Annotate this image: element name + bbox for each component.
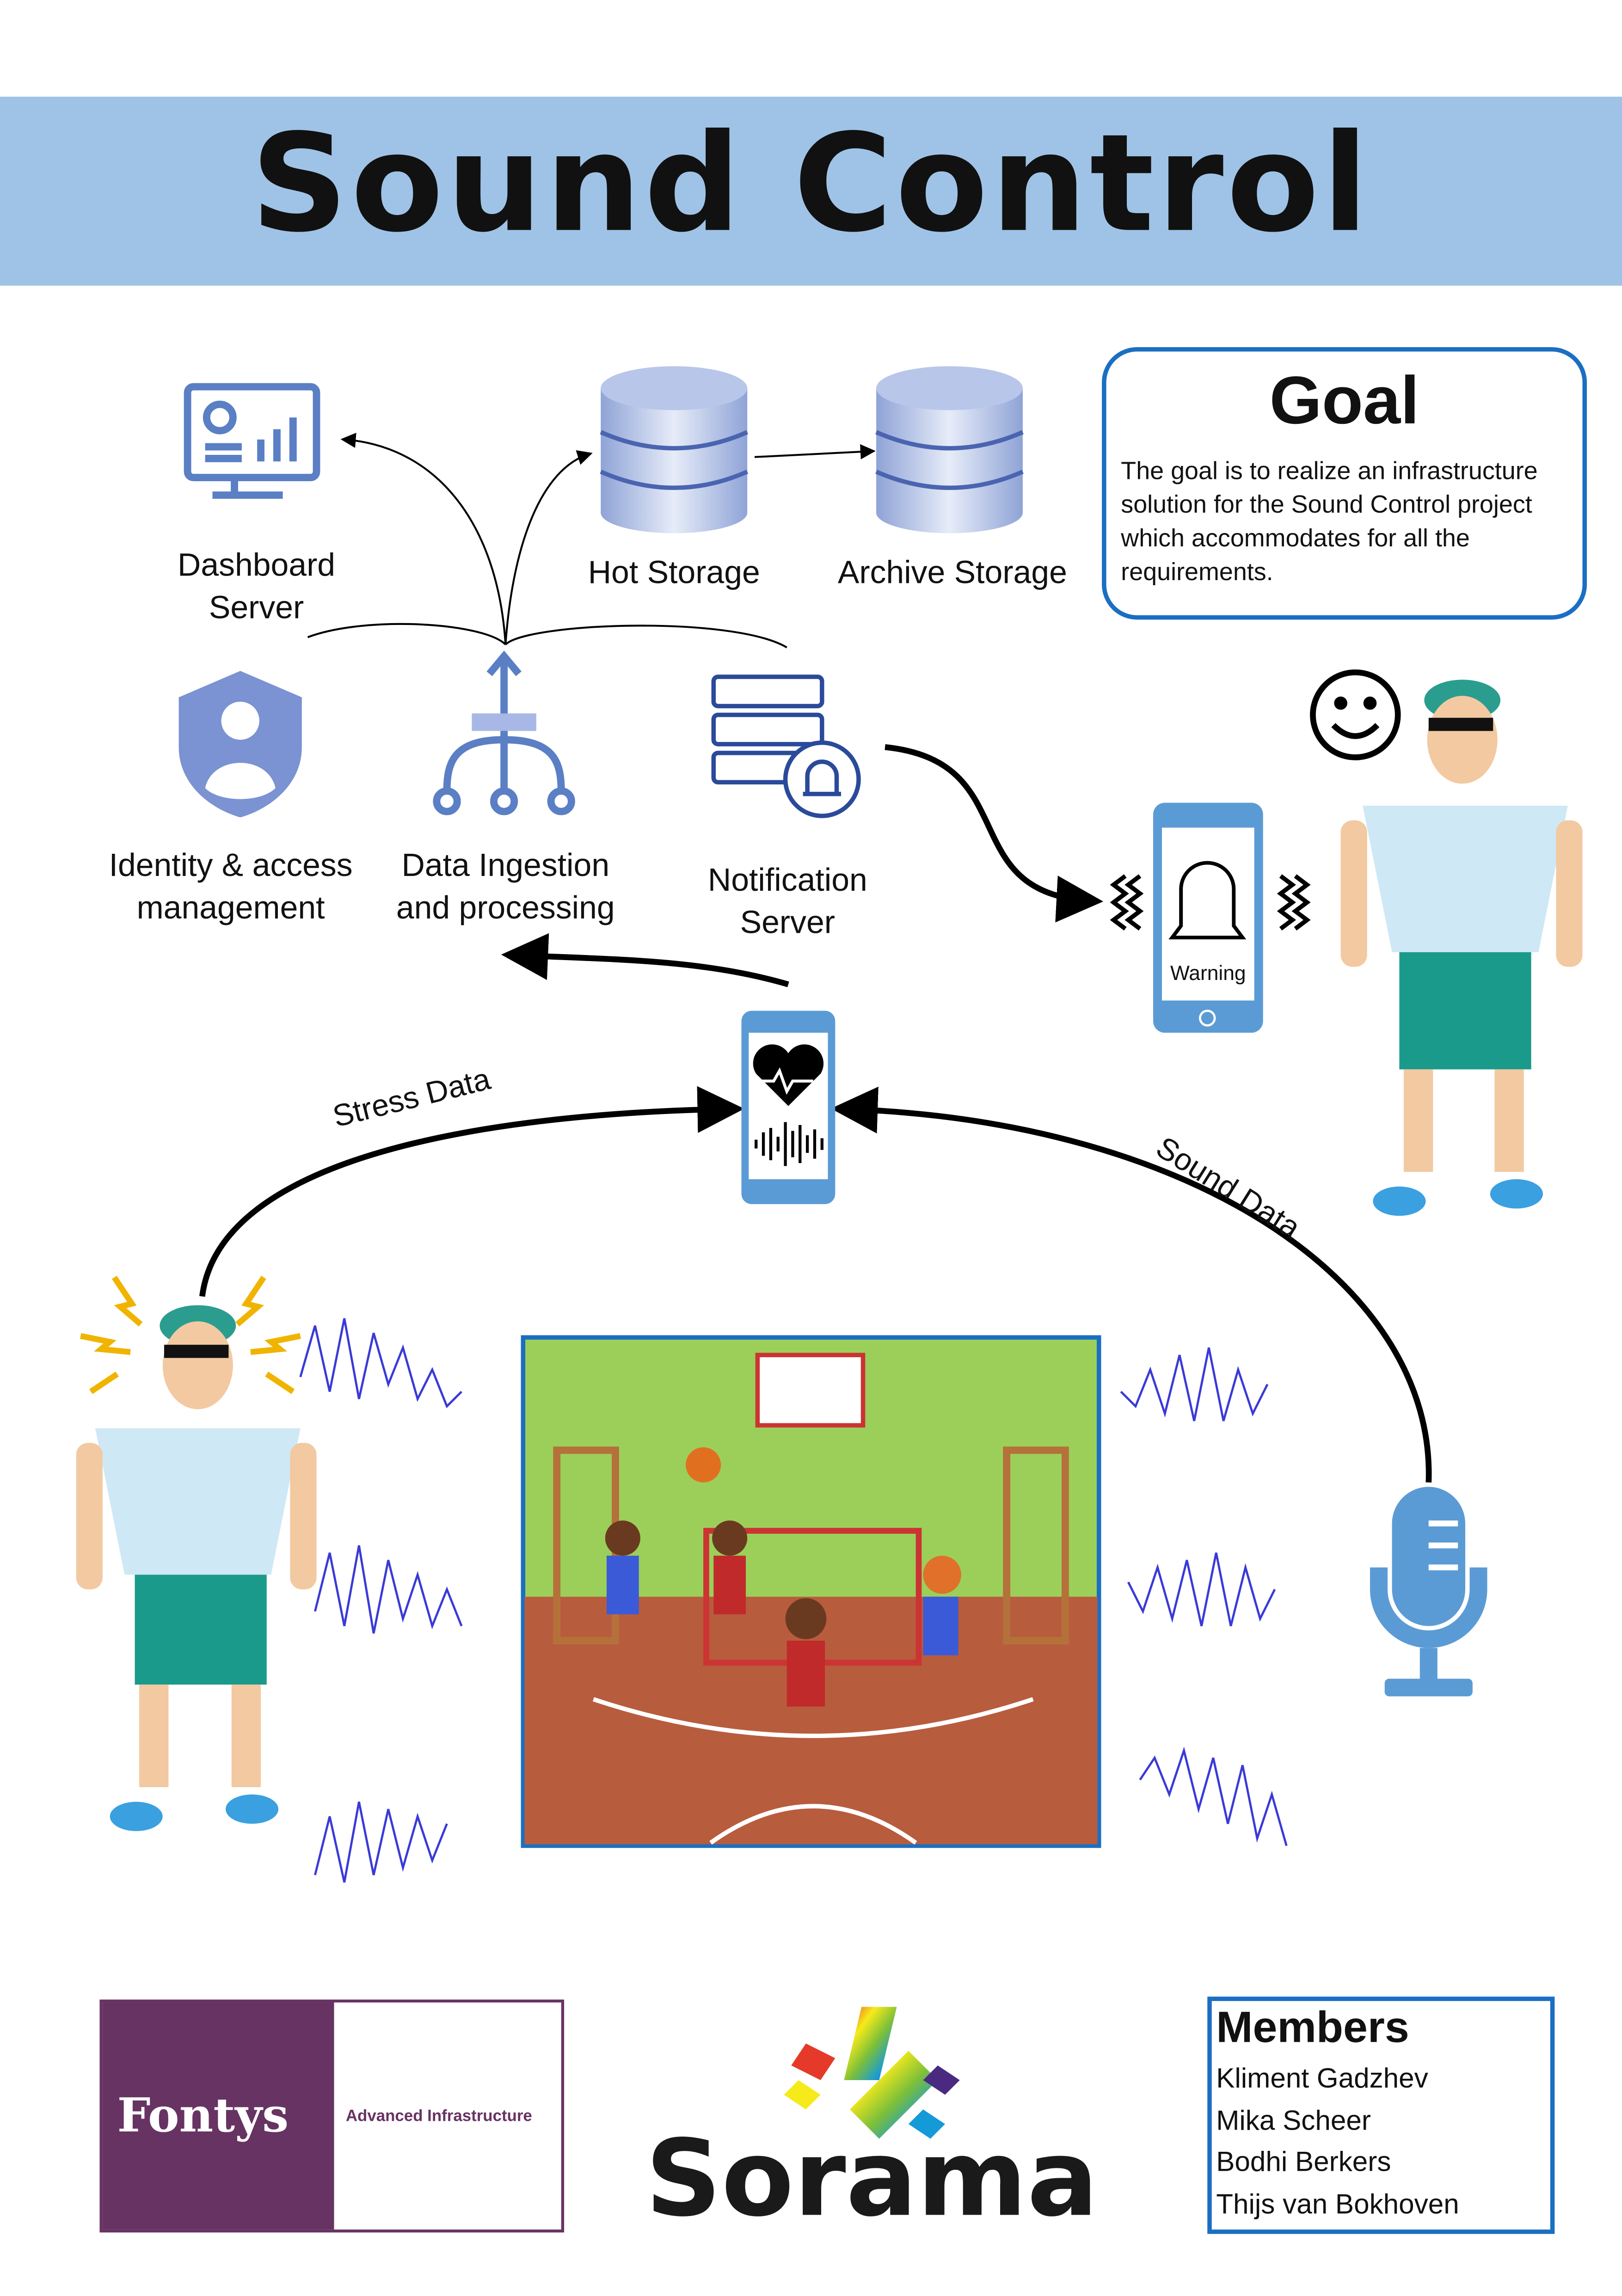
archive-storage-label: Archive Storage [837, 553, 1067, 591]
sensor-phone-icon [741, 1010, 836, 1204]
microphone-icon [1370, 1487, 1487, 1696]
happy-coach-illustration [1340, 680, 1583, 1216]
shield-user-icon [178, 671, 302, 818]
member-name: Thijs van Bokhoven [1216, 2189, 1459, 2220]
server-bell-icon [711, 674, 861, 818]
identity-access-label: Identity & access management [109, 846, 353, 926]
goal-box: Goal The goal is to realize an infrastru… [1102, 347, 1587, 620]
arrow-notify-to-phone [885, 744, 1104, 923]
archive-storage-database-icon [875, 366, 1024, 533]
member-name: Mika Scheer [1216, 2106, 1371, 2137]
warning-phone-icon [1110, 802, 1311, 1033]
stress-bolt-icon [80, 1275, 301, 1394]
fontys-wordmark: Fontys [117, 2087, 289, 2143]
data-ingestion-label: Data Ingestion and processing [396, 846, 615, 926]
arrow-phone-to-ingestion [501, 933, 789, 987]
members-box: Members Kliment Gadzhev Mika Scheer Bodh… [1207, 1996, 1555, 2234]
data-flow-icon [433, 650, 575, 815]
title-banner [0, 97, 1622, 286]
page-title: Sound Control [251, 105, 1371, 263]
arrow-sound-data [830, 1086, 1432, 1483]
smiley-face-icon [1310, 669, 1401, 760]
fontys-logo: Fontys Advanced Infrastructure [99, 1999, 565, 2233]
fontys-subtitle: Advanced Infrastructure [345, 2108, 532, 2126]
member-name: Kliment Gadzhev [1216, 2064, 1428, 2095]
arrow-stress-data [199, 1086, 744, 1297]
goal-text: The goal is to realize an infrastructure… [1121, 457, 1538, 586]
notification-server-label: Notification Server [707, 861, 867, 941]
vibration-icon [1110, 874, 1311, 931]
sorama-wordmark: Sorama [645, 2117, 1099, 2240]
basketball-court-illustration [521, 1335, 1101, 1848]
sound-wave-icons [299, 1318, 1288, 1883]
monitor-chart-icon [184, 383, 320, 499]
connector-lines [307, 433, 876, 649]
member-name: Bodhi Berkers [1216, 2147, 1391, 2179]
hot-storage-label: Hot Storage [588, 553, 760, 591]
stressed-coach-illustration [76, 1275, 317, 1831]
hot-storage-database-icon [600, 366, 749, 533]
members-heading: Members [1216, 2004, 1409, 2052]
dashboard-server-label: Dashboard Server [177, 546, 336, 626]
goal-heading: Goal [1269, 361, 1419, 438]
warning-text: Warning [1170, 961, 1246, 985]
